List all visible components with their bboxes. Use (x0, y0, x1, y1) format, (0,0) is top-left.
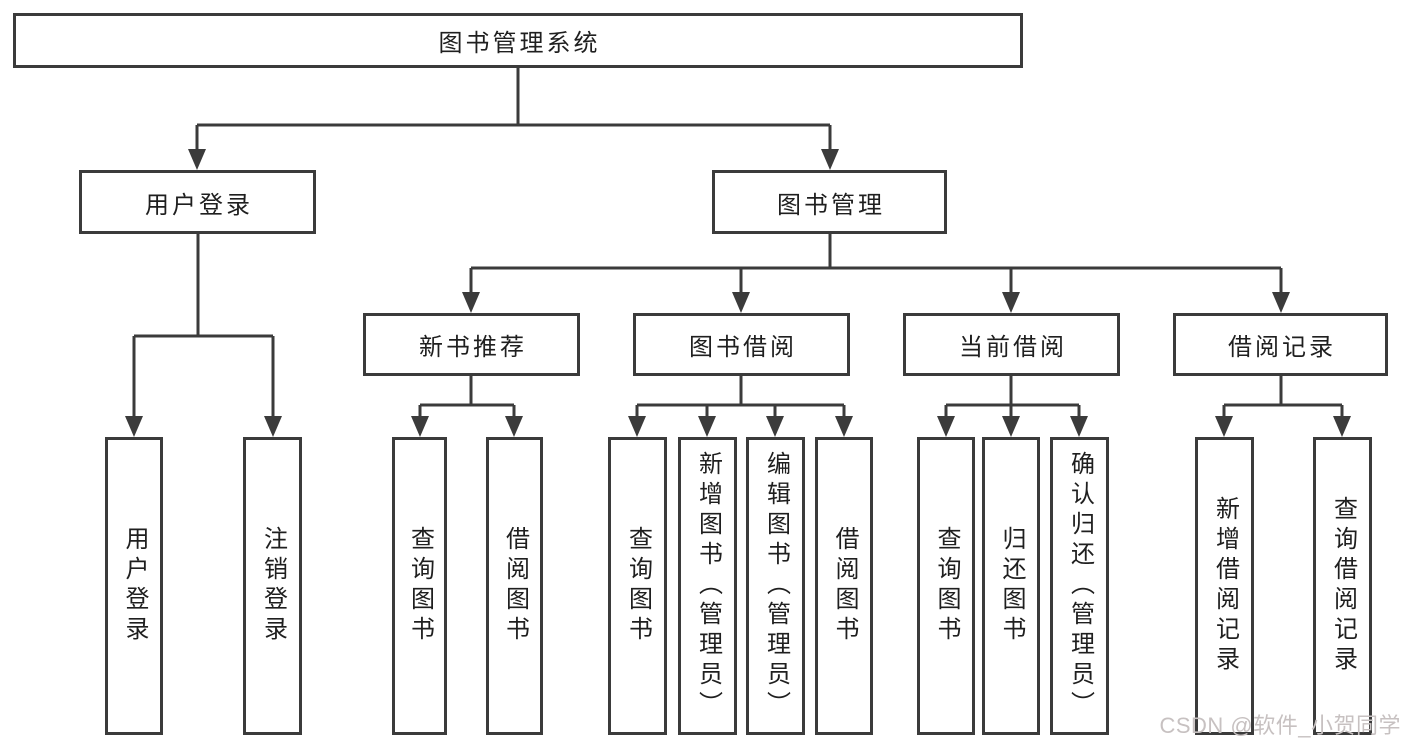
leaf-query-books-3-label: 查询图书 (933, 526, 960, 646)
leaf-query-books-3: 查询图书 (917, 437, 975, 735)
leaf-query-books-1-label: 查询图书 (406, 526, 434, 646)
node-library-system-label: 图书管理系统 (438, 30, 601, 57)
node-borrowing-records-label: 借阅记录 (1228, 334, 1336, 361)
node-book-management: 图书管理 (712, 170, 947, 234)
leaf-borrow-books-1: 借阅图书 (486, 437, 543, 735)
leaf-add-books-admin-label: 新增图书（管理员） (694, 451, 722, 721)
node-current-borrowing-label: 当前借阅 (959, 334, 1067, 361)
leaf-logout-label: 注销登录 (259, 526, 287, 646)
leaf-logout: 注销登录 (243, 437, 302, 735)
leaf-edit-books-admin: 编辑图书（管理员） (746, 437, 805, 735)
watermark: CSDN @软件_小贺同学 (1159, 713, 1401, 738)
leaf-return-books: 归还图书 (982, 437, 1040, 735)
node-book-borrowing: 图书借阅 (633, 313, 850, 376)
leaf-user-login: 用户登录 (105, 437, 163, 735)
leaf-confirm-return-admin-label: 确认归还（管理员） (1066, 451, 1094, 721)
leaf-query-books-2: 查询图书 (608, 437, 667, 735)
node-new-book-recommend-label: 新书推荐 (419, 334, 527, 361)
leaf-borrow-books-1-label: 借阅图书 (501, 526, 529, 646)
leaf-query-borrow-record-label: 查询借阅记录 (1329, 496, 1357, 676)
leaf-add-books-admin: 新增图书（管理员） (678, 437, 737, 735)
leaf-borrow-books-2: 借阅图书 (815, 437, 873, 735)
leaf-return-books-label: 归还图书 (998, 526, 1025, 646)
node-current-borrowing: 当前借阅 (903, 313, 1120, 376)
node-library-system: 图书管理系统 (13, 13, 1023, 68)
node-user-login-branch-label: 用户登录 (145, 191, 253, 219)
leaf-confirm-return-admin: 确认归还（管理员） (1050, 437, 1109, 735)
leaf-borrow-books-2-label: 借阅图书 (831, 526, 858, 646)
leaf-query-borrow-record: 查询借阅记录 (1313, 437, 1372, 735)
node-book-management-label: 图书管理 (777, 191, 885, 219)
leaf-query-books-2-label: 查询图书 (624, 526, 652, 646)
leaf-user-login-label: 用户登录 (121, 526, 148, 646)
node-borrowing-records: 借阅记录 (1173, 313, 1388, 376)
node-user-login-branch: 用户登录 (79, 170, 316, 234)
leaf-query-books-1: 查询图书 (392, 437, 447, 735)
node-book-borrowing-label: 图书借阅 (689, 334, 797, 361)
leaf-add-borrow-record: 新增借阅记录 (1195, 437, 1254, 735)
leaf-add-borrow-record-label: 新增借阅记录 (1211, 496, 1239, 676)
leaf-edit-books-admin-label: 编辑图书（管理员） (762, 451, 790, 721)
node-new-book-recommend: 新书推荐 (363, 313, 580, 376)
